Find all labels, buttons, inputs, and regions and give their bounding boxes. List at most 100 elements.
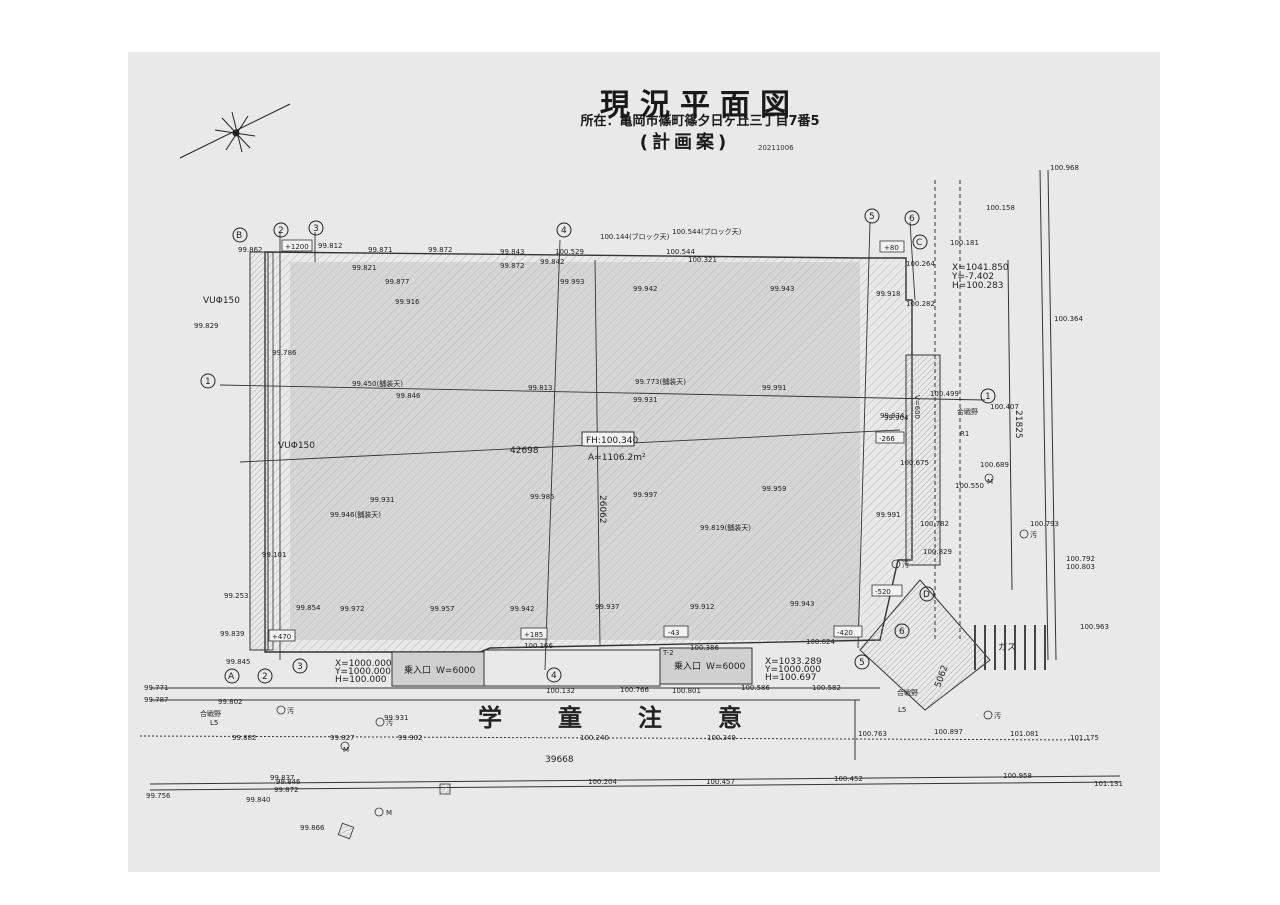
marker-A: A <box>228 672 235 682</box>
coord-sw-x: X=1000.000 <box>335 659 392 669</box>
label-l5-b: L5 <box>898 706 906 714</box>
svg-text:99.812: 99.812 <box>318 242 343 250</box>
catch-basins <box>337 783 451 840</box>
west-strip <box>249 251 269 651</box>
north-arrow-icon <box>179 103 291 159</box>
label-o-5: 汚 <box>994 712 1001 720</box>
svg-text:99.854: 99.854 <box>296 604 321 612</box>
svg-text:99.846: 99.846 <box>396 392 421 400</box>
svg-text:99.993: 99.993 <box>560 278 585 286</box>
label-m-1: M <box>987 478 993 486</box>
svg-text:99.866: 99.866 <box>300 824 325 832</box>
svg-text:100.158: 100.158 <box>986 204 1015 212</box>
svg-text:100.240: 100.240 <box>580 734 609 742</box>
offset-43: -43 <box>668 629 679 637</box>
svg-text:100.529: 100.529 <box>555 248 584 256</box>
coord-ne-h: H=100.283 <box>952 281 1004 291</box>
svg-text:100.624: 100.624 <box>806 638 835 646</box>
svg-text:100.386: 100.386 <box>690 644 719 652</box>
svg-text:99.931: 99.931 <box>384 714 409 722</box>
label-l5-a: L5 <box>210 719 218 727</box>
coords-south: X=1033.289 Y=1000.000 H=100.697 <box>764 657 822 683</box>
marker-D: D <box>923 590 930 600</box>
entrance-left-label: 乗入口 <box>404 664 431 676</box>
manhole-symbols <box>276 473 1029 817</box>
label-block-1: 100.144(ブロック天) <box>600 232 670 241</box>
svg-text:100.766: 100.766 <box>620 686 649 694</box>
svg-text:99.872: 99.872 <box>500 262 525 270</box>
marker-5-north: 5 <box>869 212 875 222</box>
west-wall <box>264 251 274 651</box>
svg-text:100.499: 100.499 <box>930 390 959 398</box>
road-lines <box>139 169 1121 791</box>
plan-type-label: (計画案) <box>639 132 731 153</box>
coords-southwest: X=1000.000 Y=1000.000 H=100.000 <box>334 659 392 685</box>
svg-text:99.872: 99.872 <box>428 246 453 254</box>
depth-dimension: 26062 <box>597 495 607 524</box>
marker-1-west: 1 <box>205 377 211 387</box>
svg-text:100.550: 100.550 <box>955 482 984 490</box>
offset-420: -420 <box>837 629 853 637</box>
svg-text:100.801: 100.801 <box>672 687 701 695</box>
svg-text:99.843: 99.843 <box>500 248 525 256</box>
svg-text:99.997: 99.997 <box>633 491 658 499</box>
svg-text:100.166: 100.166 <box>524 642 553 650</box>
width-dimension: 42698 <box>510 446 539 456</box>
svg-text:100.349: 100.349 <box>707 734 736 742</box>
svg-text:99.943: 99.943 <box>790 600 815 608</box>
marker-2-south: 2 <box>262 672 268 682</box>
elevation-points: 99.862 99.812 99.871 99.872 99.843 99.87… <box>144 164 1123 832</box>
svg-text:101.081: 101.081 <box>1010 730 1039 738</box>
offset-266: -266 <box>879 435 895 443</box>
label-o-3: 汚 <box>287 707 294 715</box>
fh-label: FH:100.340 <box>586 436 638 446</box>
marker-3-south: 3 <box>297 662 303 672</box>
marker-1-east: 1 <box>985 392 991 402</box>
marker-3-north: 3 <box>313 224 319 234</box>
drawing-address: 所在：亀岡市篠町篠夕日ヶ丘三丁目7番5 <box>580 114 820 129</box>
svg-text:99.756: 99.756 <box>146 792 171 800</box>
svg-text:100.968: 100.968 <box>1050 164 1079 172</box>
label-o-1: 汚 <box>1030 531 1037 539</box>
svg-text:99.934: 99.934 <box>880 412 905 420</box>
entrance-right-label: 乗入口 <box>674 660 701 672</box>
svg-text:100.963: 100.963 <box>1080 623 1109 631</box>
offset-185: +185 <box>524 631 543 639</box>
svg-text:100.689: 100.689 <box>980 461 1009 469</box>
area-label: A=1106.2m² <box>588 453 646 463</box>
coords-northeast: X=1041.850 Y=-7.402 H=100.283 <box>951 263 1009 291</box>
svg-text:100.829: 100.829 <box>923 548 952 556</box>
coord-ne-x: X=1041.850 <box>952 263 1009 273</box>
svg-text:99.957: 99.957 <box>430 605 455 613</box>
offset-520: -520 <box>875 588 891 596</box>
corner-chamfer <box>859 579 991 711</box>
marker-6-south: 6 <box>899 627 905 637</box>
svg-text:99.931: 99.931 <box>633 396 658 404</box>
svg-text:99.872: 99.872 <box>274 786 299 794</box>
pipe-label-mid: VUΦ150 <box>278 441 315 451</box>
offset-470: +470 <box>272 633 291 641</box>
road-caution-text: 学童注意 <box>478 704 798 732</box>
coord-ne-y: Y=-7.402 <box>951 272 994 282</box>
marker-4-north: 4 <box>561 226 567 236</box>
svg-text:99.991: 99.991 <box>762 384 787 392</box>
svg-text:100.792: 100.792 <box>1066 555 1095 563</box>
frontage-dimension: 39668 <box>545 755 574 765</box>
svg-text:99.972: 99.972 <box>340 605 365 613</box>
svg-text:99.253: 99.253 <box>224 592 249 600</box>
crosswalk-stripes <box>974 625 1046 670</box>
survey-lines <box>219 221 986 671</box>
marker-B: B <box>236 231 242 241</box>
label-m-2: M <box>343 746 349 754</box>
svg-text:100.793: 100.793 <box>1030 520 1059 528</box>
label-kumi-1: 合戦野 <box>957 407 978 416</box>
svg-text:100.181: 100.181 <box>950 239 979 247</box>
svg-text:99.846: 99.846 <box>276 778 301 786</box>
marker-5-south: 5 <box>859 658 865 668</box>
svg-text:99.904: 99.904 <box>884 414 909 422</box>
offset-boxes <box>268 239 905 642</box>
label-t2: T-2 <box>662 649 674 657</box>
svg-text:100.582: 100.582 <box>812 684 841 692</box>
svg-text:100.763: 100.763 <box>858 730 887 738</box>
entrance-right-width: W=6000 <box>706 662 746 672</box>
